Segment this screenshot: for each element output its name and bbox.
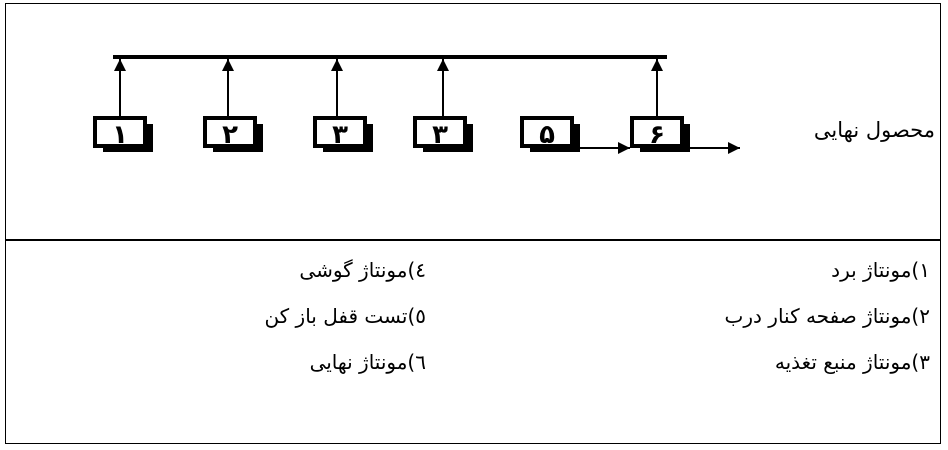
legend-item-1: ۱)مونتاژ برد xyxy=(831,258,930,282)
legend-item-4: ٤)مونتاژ گوشی xyxy=(299,258,426,282)
process-box-4: ۳ xyxy=(413,59,473,152)
box-number: ۵ xyxy=(539,120,555,150)
box-outline xyxy=(630,116,684,148)
box-number: ۳ xyxy=(332,120,348,150)
box-outline xyxy=(413,116,467,148)
box-outline xyxy=(313,116,367,148)
legend-item-5: ٥)تست قفل باز کن xyxy=(264,304,426,328)
divider xyxy=(5,239,941,241)
assembly-flow-diagram: ۱ ۲ ۳ ۳ ۵ ۶ xyxy=(93,55,740,154)
box-number: ۳ xyxy=(432,120,448,150)
process-box-5: ۵ xyxy=(520,116,580,152)
box-number: ۶ xyxy=(649,120,665,150)
box-outline xyxy=(203,116,257,148)
legend-item-2: ۲)مونتاژ صفحه کنار درب xyxy=(724,304,930,328)
process-box-2: ۲ xyxy=(203,59,263,152)
process-box-6: ۶ xyxy=(630,59,690,152)
box-outline xyxy=(520,116,574,148)
process-box-1: ۱ xyxy=(93,59,153,152)
box-number: ۱ xyxy=(112,120,128,150)
process-box-3: ۳ xyxy=(313,59,373,152)
legend-item-3: ۳)مونتاژ منبع تغذیه xyxy=(774,350,930,374)
box-number: ۲ xyxy=(222,120,238,150)
box-outline xyxy=(93,116,147,148)
diagram-frame xyxy=(5,3,941,444)
legend-item-6: ٦)مونتاژ نهایی xyxy=(309,350,426,374)
final-product-label: محصول نهایی xyxy=(813,118,935,142)
